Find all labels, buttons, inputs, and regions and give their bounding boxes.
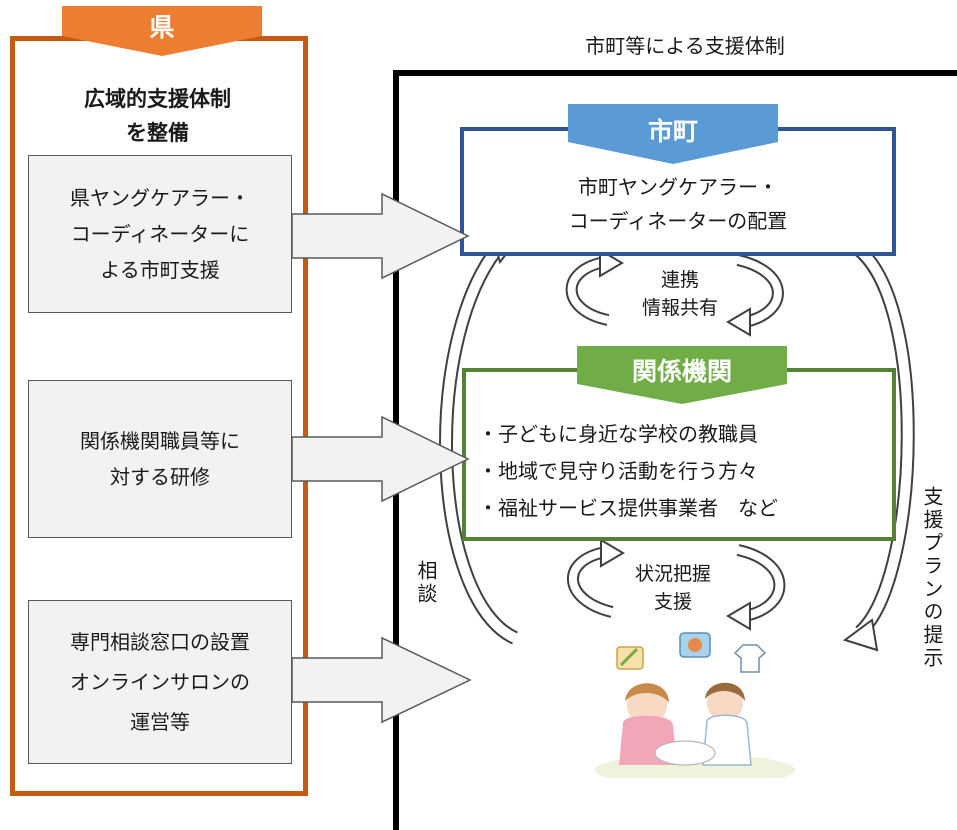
municipal-system-title: 市町等による支援体制 (585, 34, 785, 58)
organization-item: ・地域で見守り活動を行う方々 (478, 459, 758, 483)
prefecture-heading-line: を整備 (126, 121, 189, 145)
prefecture-tab (62, 6, 262, 56)
staff-training-box: 関係機関職員等に 対する研修 (28, 380, 292, 538)
organization-item: ・福祉サービス提供事業者 など (478, 496, 778, 520)
box-line: 県ヤングケアラー・ (70, 186, 250, 210)
chores-icon (616, 632, 767, 673)
organizations-tab (577, 346, 787, 404)
consultation-desk-box: 専門相談窓口の設置 オンラインサロンの 運営等 (28, 600, 292, 764)
city-tab (568, 104, 778, 164)
organizations-list: ・子どもに身近な学校の教職員 ・地域で見守り活動を行う方々 ・福祉サービス提供事… (478, 416, 888, 527)
box-line: 運営等 (130, 710, 190, 734)
box-line: オンラインサロンの (70, 670, 250, 694)
city-tab-label: 市町 (647, 117, 698, 146)
box-line: 対する研修 (110, 465, 210, 489)
link-label-line: 連携 (660, 269, 699, 291)
city-line: 市町ヤングケアラー・ (578, 175, 778, 199)
link-label: 連携 情報共有 (630, 266, 730, 322)
box-line: コーディネーターに (70, 222, 250, 246)
consultation-label: 相談 (414, 560, 438, 606)
arrow-right-icon (291, 415, 470, 503)
box-line: よる市町支援 (100, 258, 220, 282)
child-illustration-icon (595, 632, 795, 778)
prefecture-heading: 広域的支援体制 を整備 (30, 82, 285, 150)
coordinator-support-box: 県ヤングケアラー・ コーディネーターに よる市町支援 (28, 155, 292, 313)
situation-label-line: 支援 (653, 591, 692, 613)
box-line: 専門相談窓口の設置 (70, 630, 250, 654)
box-line: 関係機関職員等に (80, 429, 240, 453)
arrow-right-icon (291, 636, 472, 724)
link-label-line: 情報共有 (641, 297, 718, 319)
situation-label-line: 状況把握 (634, 563, 711, 585)
prefecture-heading-line: 広域的支援体制 (84, 87, 231, 111)
situation-cycle-arrow-icon (567, 538, 786, 631)
prefecture-arrows (291, 192, 472, 724)
support-plan-label: 支援プランの提示 (920, 486, 944, 670)
organization-item: ・子どもに身近な学校の教職員 (478, 422, 758, 446)
link-cycle-arrow-icon (565, 248, 784, 337)
city-line: コーディネーターの配置 (568, 209, 788, 233)
situation-label: 状況把握 支援 (618, 560, 728, 616)
prefecture-tab-label: 県 (149, 13, 175, 42)
organizations-tab-label: 関係機関 (631, 357, 732, 386)
arrow-right-icon (291, 192, 470, 280)
support-plan-curved-arrow-icon (842, 238, 915, 652)
